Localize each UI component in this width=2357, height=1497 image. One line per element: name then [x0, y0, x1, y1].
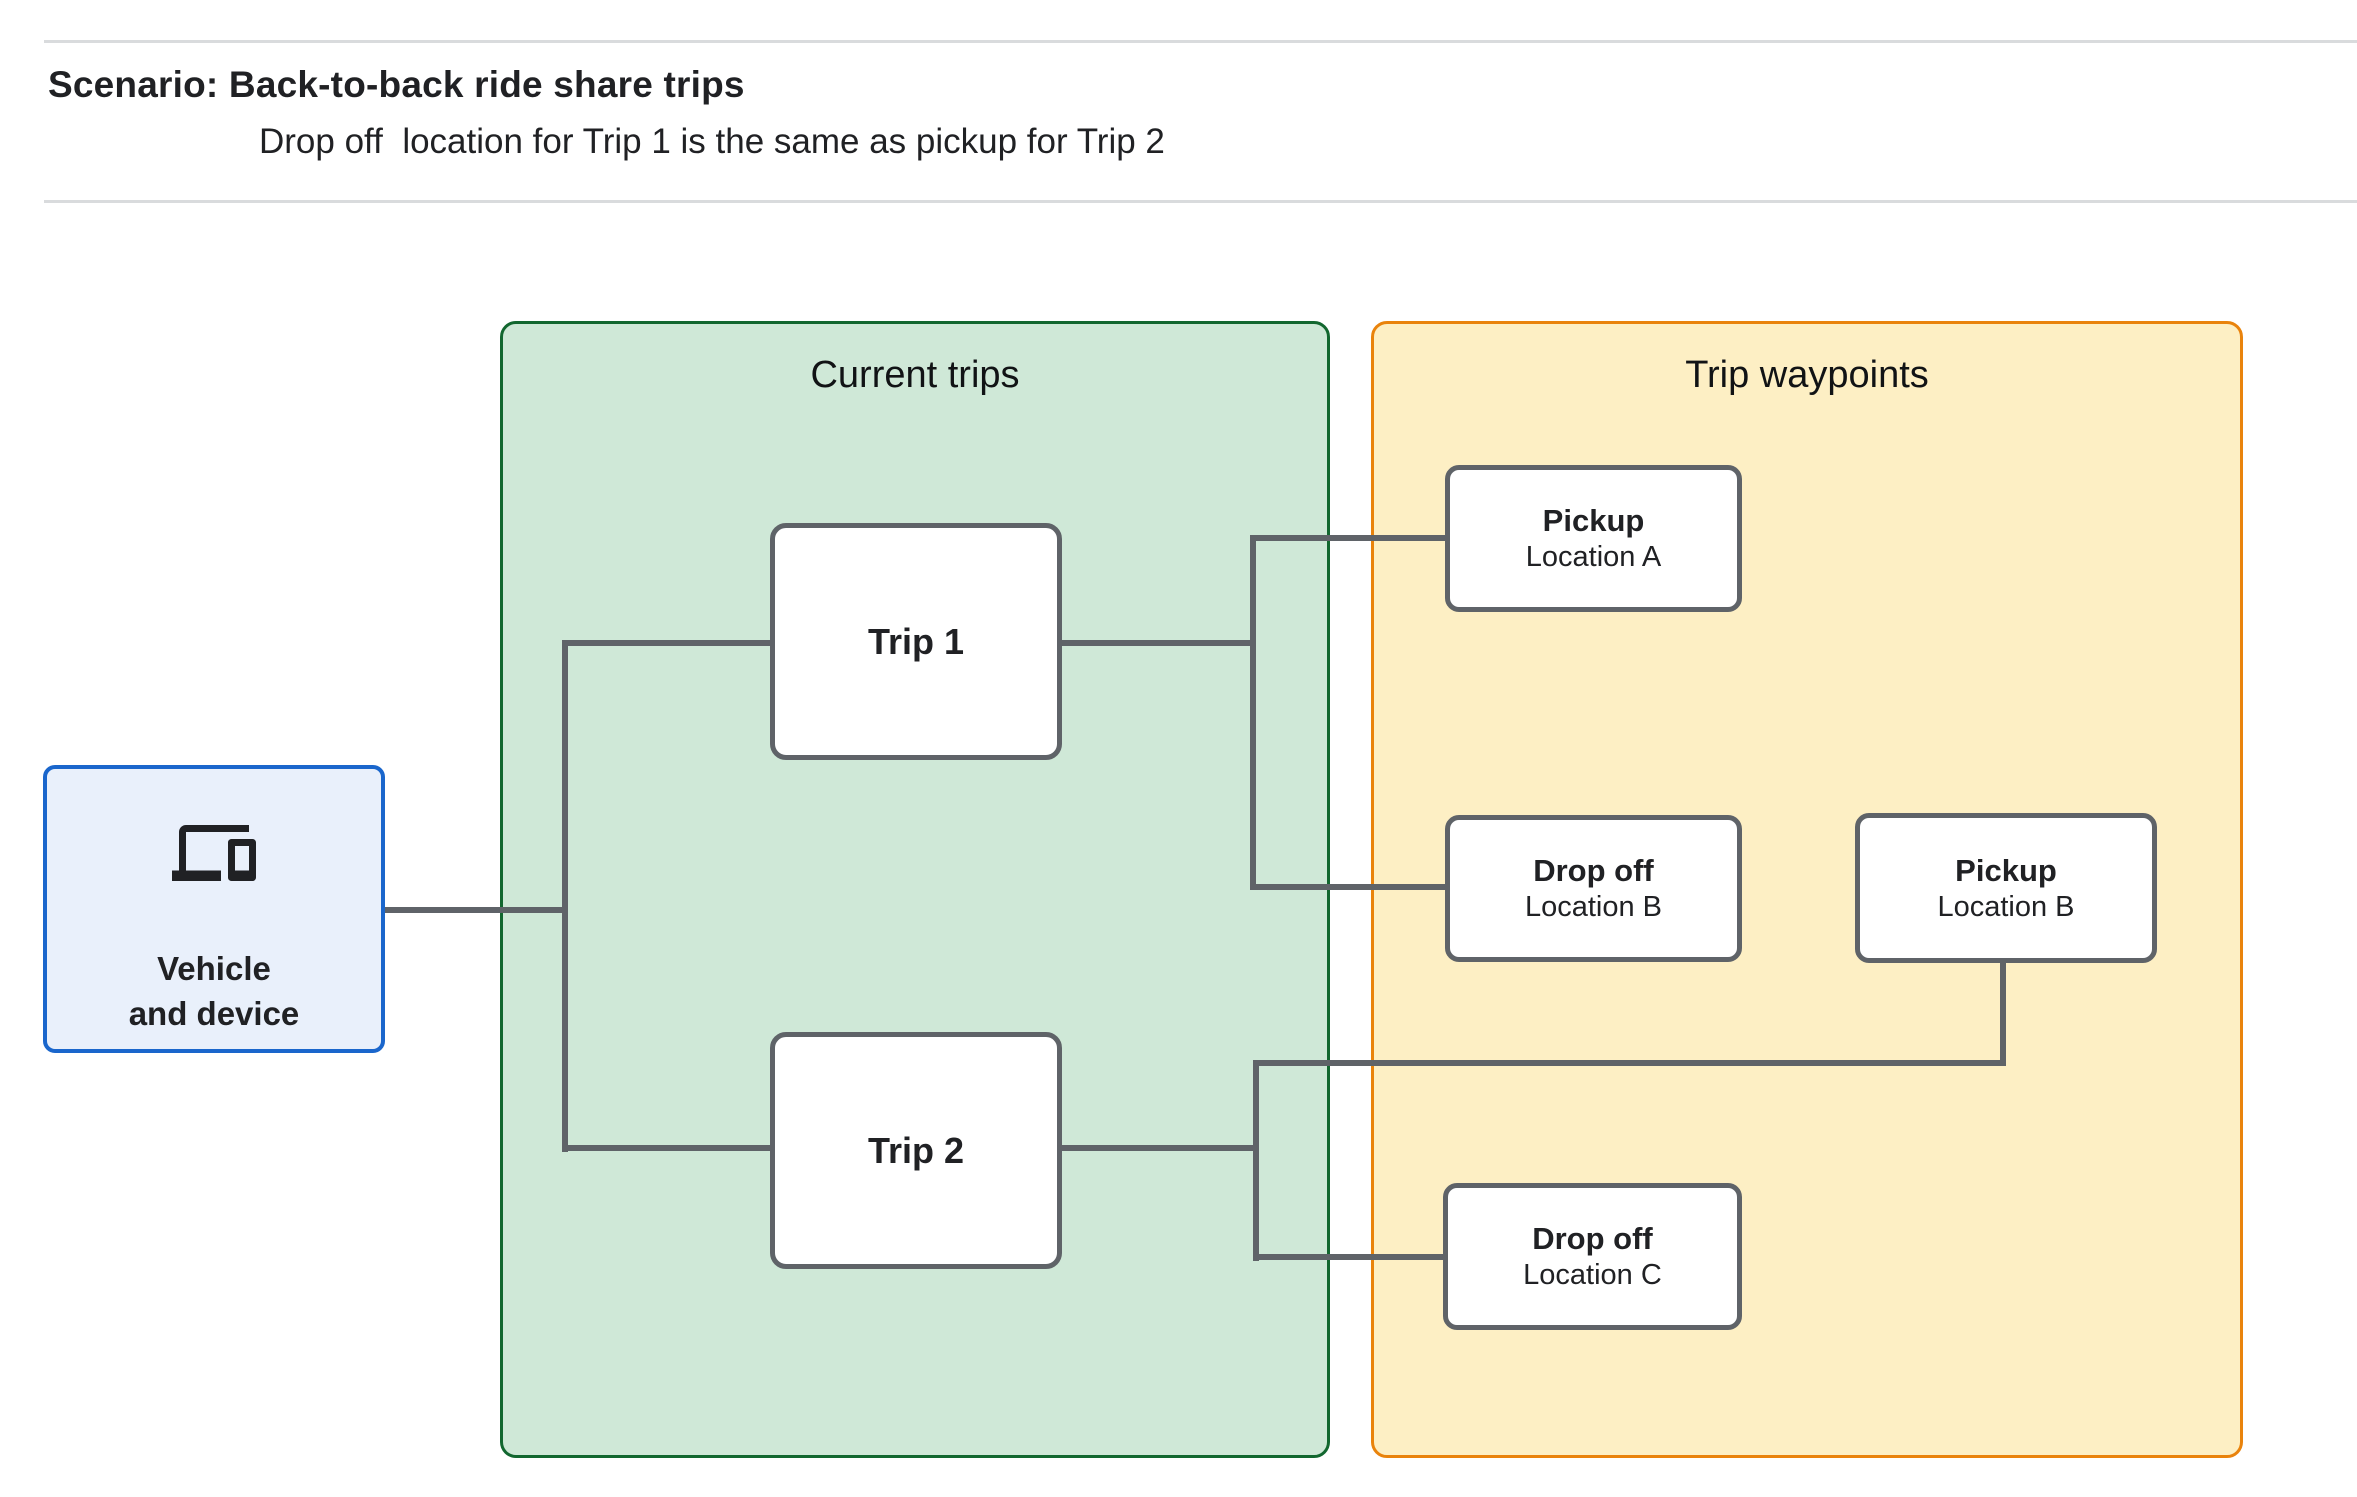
trip-1-node: Trip 1: [770, 523, 1062, 760]
connector-branch-to-trip1: [562, 640, 775, 646]
connector-fork1-to-pickup-a: [1250, 535, 1450, 541]
waypoint-location: Location B: [1937, 890, 2075, 923]
connector-branch-vertical: [562, 640, 568, 1152]
trip-1-label: Trip 1: [867, 620, 965, 662]
scenario-title: Scenario: Back-to-back ride share trips: [48, 64, 745, 105]
waypoint-type: Drop off: [1532, 1221, 1653, 1256]
waypoint-type: Pickup: [1542, 503, 1645, 538]
connector-fork2-to-dropoff-c: [1253, 1254, 1448, 1260]
devices-icon: [172, 825, 256, 881]
waypoint-location: Location B: [1524, 891, 1663, 923]
trip-waypoints-label: Trip waypoints: [1685, 354, 1929, 396]
connector-vehicle-to-branch: [385, 907, 568, 913]
pickup-location-b-node: Pickup Location B: [1855, 813, 2157, 963]
dropoff-location-b-node: Drop off Location B: [1445, 815, 1742, 962]
trip-2-label: Trip 2: [867, 1129, 965, 1171]
vehicle-and-device-node: Vehicle and device: [43, 765, 385, 1053]
connector-fork2-to-pickup-b: [1253, 1060, 2006, 1066]
top-divider: [44, 40, 2357, 43]
waypoint-location: Location C: [1523, 1259, 1662, 1291]
connector-trip2-fork-vertical: [1253, 1060, 1259, 1261]
trip-2-node: Trip 2: [770, 1032, 1062, 1269]
dropoff-location-c-node: Drop off Location C: [1443, 1183, 1742, 1330]
waypoint-type: Drop off: [1533, 853, 1654, 888]
waypoint-type: Pickup: [1955, 852, 2057, 888]
waypoint-location: Location A: [1525, 541, 1662, 573]
connector-pickup-b-downleg: [2000, 958, 2006, 1066]
pickup-location-a-node: Pickup Location A: [1445, 465, 1742, 612]
connector-trip1-fork-vertical: [1250, 535, 1256, 890]
header-divider: [44, 200, 2357, 203]
connector-fork1-to-dropoff-b: [1250, 884, 1450, 890]
connector-branch-to-trip2: [562, 1145, 775, 1151]
current-trips-label: Current trips: [810, 354, 1020, 396]
current-trips-group: Current trips: [500, 321, 1330, 1458]
scenario-subtitle: Drop off location for Trip 1 is the same…: [259, 122, 1165, 161]
vehicle-label: Vehicle and device: [128, 950, 300, 1032]
connector-trip2-right: [1058, 1145, 1259, 1151]
connector-trip1-right: [1058, 640, 1256, 646]
